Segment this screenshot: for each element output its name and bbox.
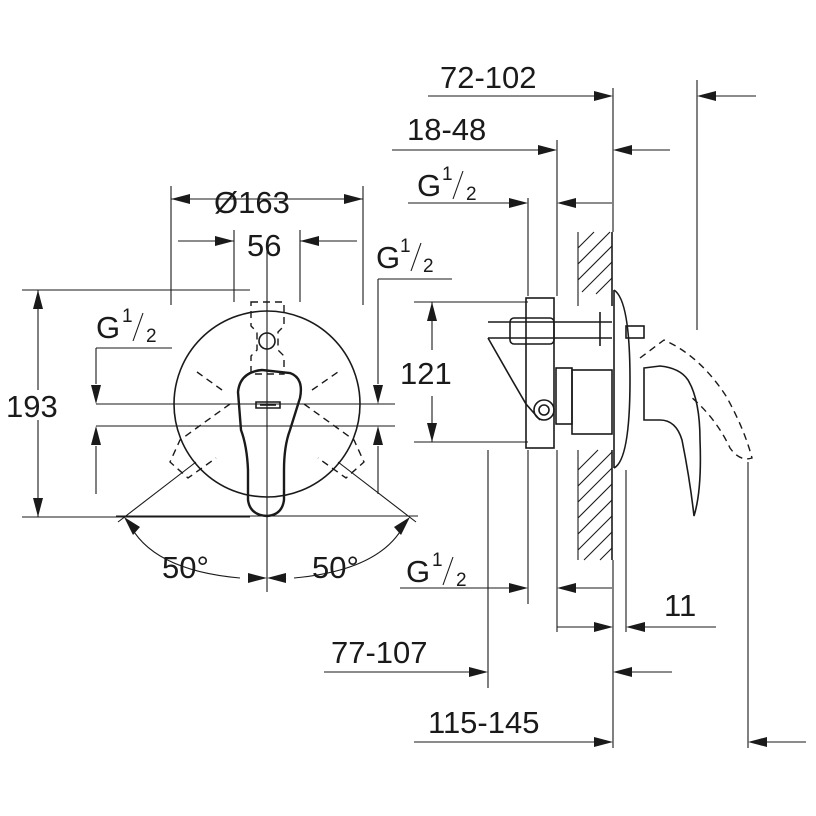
dim-18-48-label: 18-48 — [407, 112, 486, 147]
svg-text:2: 2 — [146, 326, 157, 347]
thread-top-callout: G 1 2 — [408, 164, 612, 208]
front-view: Ø163 56 193 G 1 2 G 1 — [6, 185, 452, 592]
concealed-body — [487, 297, 613, 449]
side-lever — [639, 339, 753, 517]
thread-bottom-callout: G 1 2 — [400, 550, 612, 593]
dim-121-label: 121 — [400, 356, 452, 391]
lever-handle — [236, 368, 303, 518]
svg-text:G: G — [96, 310, 120, 345]
svg-text:2: 2 — [423, 256, 434, 277]
dim-115-145-label: 115-145 — [428, 705, 539, 740]
dim-11-label: 11 — [664, 588, 696, 623]
angle-left-label: 50° — [162, 550, 209, 585]
angle-right-label: 50° — [312, 550, 359, 585]
svg-text:2: 2 — [466, 184, 477, 205]
svg-text:1: 1 — [432, 550, 443, 571]
svg-text:G: G — [417, 168, 441, 203]
svg-text:1: 1 — [400, 236, 411, 257]
side-view: 72-102 18-48 G 1 2 121 G 1 — [324, 60, 806, 748]
cover-plate — [613, 289, 645, 469]
thread-left-callout: G 1 2 — [91, 306, 172, 494]
width-56-label: 56 — [247, 228, 281, 263]
dim-72-102-label: 72-102 — [440, 60, 537, 95]
svg-text:1: 1 — [442, 164, 453, 185]
thread-right-callout: G 1 2 — [373, 236, 452, 494]
diameter-label: Ø163 — [214, 185, 290, 220]
svg-text:G: G — [406, 554, 430, 589]
svg-text:G: G — [376, 240, 400, 275]
wall-hatching — [577, 231, 613, 561]
svg-text:2: 2 — [456, 570, 467, 591]
height-193-label: 193 — [6, 389, 58, 424]
svg-text:1: 1 — [122, 306, 133, 327]
dim-77-107-label: 77-107 — [331, 635, 428, 670]
